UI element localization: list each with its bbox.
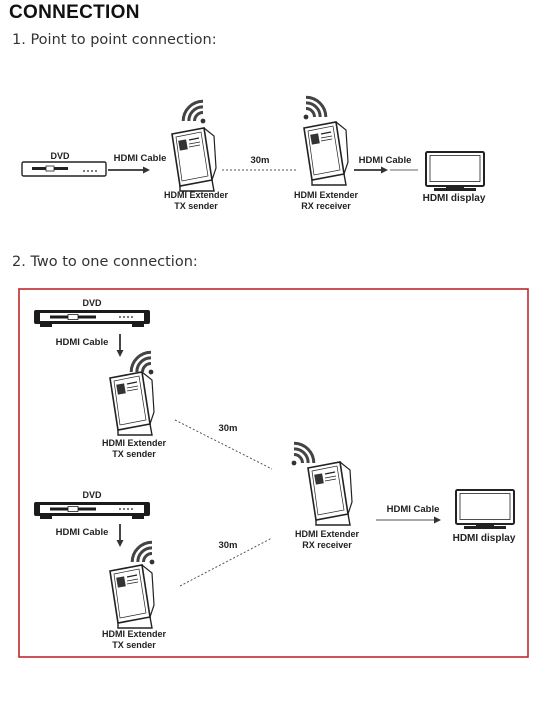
section2-frame <box>18 288 529 658</box>
arrow-icon-top <box>116 350 124 357</box>
dvd-player-top <box>33 309 151 328</box>
arrow-icon-2 <box>381 166 388 174</box>
tx-extender-1 <box>171 127 217 192</box>
rx-label-line1: HDMI Extender <box>294 190 359 200</box>
tx-top-label-line1: HDMI Extender <box>102 438 167 448</box>
section1-heading: 1. Point to point connection: <box>12 32 217 48</box>
section2-heading: 2. Two to one connection: <box>12 254 198 270</box>
wifi-icon-1 <box>177 95 207 125</box>
rx2-label-line1: HDMI Extender <box>295 529 360 539</box>
tx-label-line2: TX sender <box>174 201 218 211</box>
tx-extender-top <box>109 371 155 436</box>
dvd-label-1: DVD <box>50 151 70 161</box>
display-1 <box>425 151 485 192</box>
distance-label-bottom: 30m <box>218 540 237 551</box>
hdmi-cable-label-2: HDMI Cable <box>359 155 412 166</box>
rx2-label-line2: RX receiver <box>302 540 352 550</box>
hdmi-cable-label-bottom: HDMI Cable <box>56 527 109 538</box>
tx-bottom-label-line1: HDMI Extender <box>102 629 167 639</box>
wifi-icon-top <box>125 346 155 376</box>
wifi-icon-2 <box>302 91 332 121</box>
dvd-player-1 <box>21 161 107 177</box>
arrow-icon-out <box>434 516 441 524</box>
tx-extender-bottom <box>109 564 155 629</box>
page-title: CONNECTION <box>9 2 140 23</box>
tx-bottom-label-line2: TX sender <box>112 640 156 650</box>
rx-label-line2: RX receiver <box>301 201 351 211</box>
dvd-player-bottom <box>33 501 151 520</box>
hdmi-cable-label-1: HDMI Cable <box>114 153 167 164</box>
wifi-icon-rx <box>290 437 320 467</box>
wireless-link-bottom <box>179 537 273 587</box>
tx-label-line1: HDMI Extender <box>164 190 229 200</box>
display-2 <box>455 489 515 530</box>
arrow-icon-1 <box>143 166 150 174</box>
distance-label-1: 30m <box>250 155 269 166</box>
dvd-label-bottom: DVD <box>82 490 102 500</box>
tx-top-label-line2: TX sender <box>112 449 156 459</box>
hdmi-cable-label-out: HDMI Cable <box>387 504 440 515</box>
rx-extender-1 <box>303 121 349 186</box>
hdmi-cable-label-top: HDMI Cable <box>56 337 109 348</box>
wifi-icon-bottom <box>126 536 156 566</box>
arrow-icon-bottom <box>116 540 124 547</box>
rx-extender-2 <box>307 461 353 526</box>
display-label-2: HDMI display <box>453 533 516 544</box>
dvd-label-top: DVD <box>82 298 102 308</box>
distance-label-top: 30m <box>218 423 237 434</box>
display-label-1: HDMI display <box>423 193 486 204</box>
